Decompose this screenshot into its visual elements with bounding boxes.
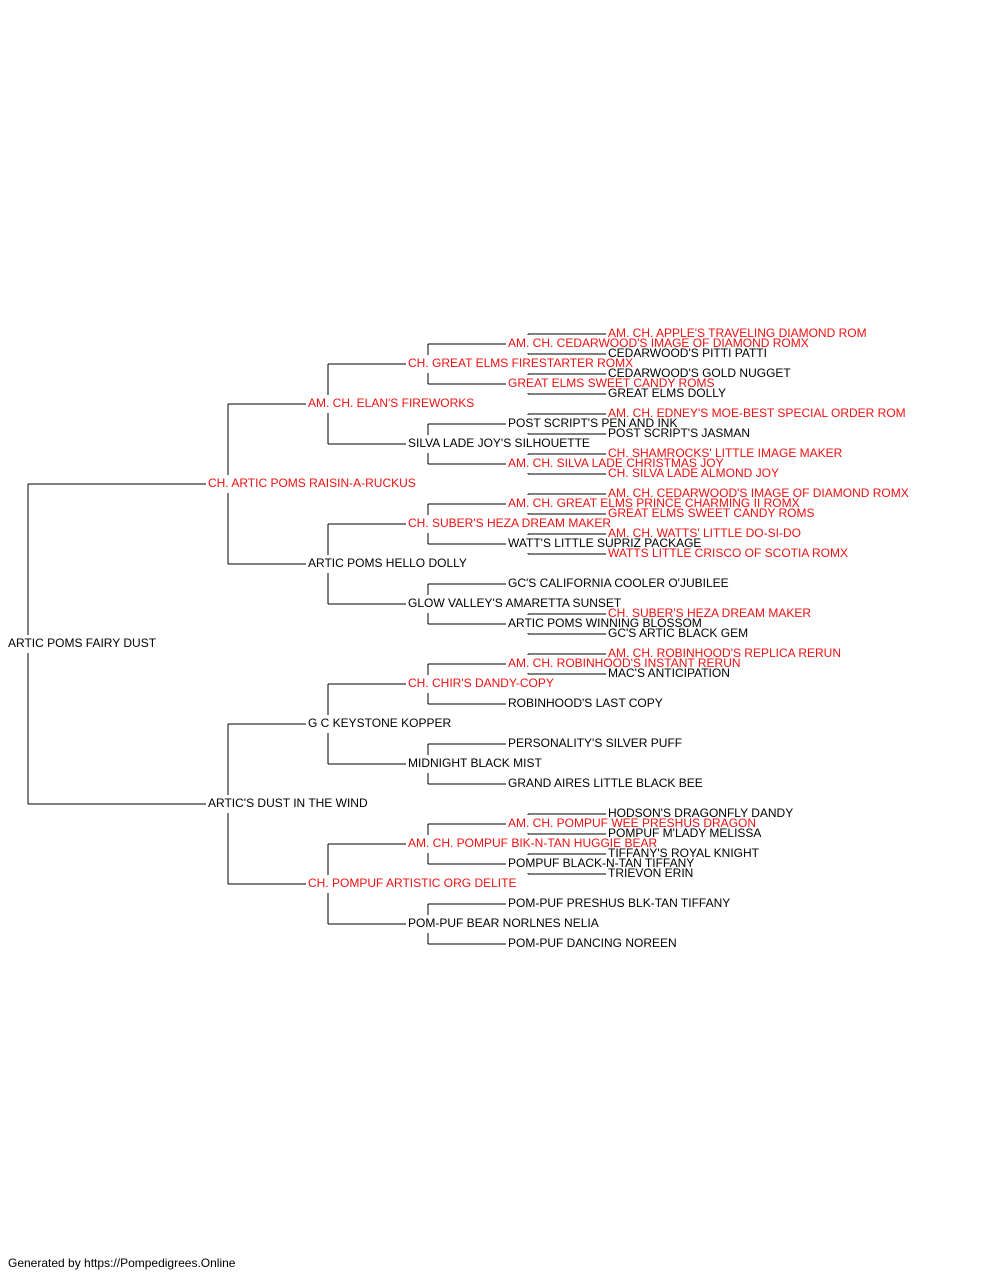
dog-pom-puf-bear-norlnes-nelia: POM-PUF BEAR NORLNES NELIA — [408, 916, 599, 930]
dog-am-ch-elan-s-fireworks: AM. CH. ELAN'S FIREWORKS — [308, 396, 474, 410]
dog-gc-s-california-cooler-o-jubilee: GC'S CALIFORNIA COOLER O'JUBILEE — [508, 576, 729, 590]
dog-pom-puf-dancing-noreen: POM-PUF DANCING NOREEN — [508, 936, 677, 950]
dog-trievon-erin: TRIEVON ERIN — [608, 866, 693, 880]
dog-am-ch-edney-s-moe-best-special-order-rom: AM. CH. EDNEY'S MOE-BEST SPECIAL ORDER R… — [608, 406, 906, 420]
dog-am-ch-cedarwood-s-image-of-diamond-romx: AM. CH. CEDARWOOD'S IMAGE OF DIAMOND ROM… — [508, 336, 809, 350]
dog-cedarwood-s-gold-nugget: CEDARWOOD'S GOLD NUGGET — [608, 366, 791, 380]
dog-grand-aires-little-black-bee: GRAND AIRES LITTLE BLACK BEE — [508, 776, 703, 790]
dog-artic-poms-fairy-dust: ARTIC POMS FAIRY DUST — [8, 636, 157, 650]
dog-gc-s-artic-black-gem: GC'S ARTIC BLACK GEM — [608, 626, 748, 640]
dog-robinhood-s-last-copy: ROBINHOOD'S LAST COPY — [508, 696, 663, 710]
dog-am-ch-robinhood-s-instant-rerun: AM. CH. ROBINHOOD'S INSTANT RERUN — [508, 656, 741, 670]
dog-ch-artic-poms-raisin-a-ruckus: CH. ARTIC POMS RAISIN-A-RUCKUS — [208, 476, 416, 490]
dog-midnight-black-mist: MIDNIGHT BLACK MIST — [408, 756, 542, 770]
dog-cedarwood-s-pitti-patti: CEDARWOOD'S PITTI PATTI — [608, 346, 767, 360]
dog-great-elms-sweet-candy-roms: GREAT ELMS SWEET CANDY ROMS — [508, 376, 714, 390]
dog-mac-s-anticipation: MAC'S ANTICIPATION — [608, 666, 730, 680]
dog-watt-s-little-supriz-package: WATT'S LITTLE SUPRIZ PACKAGE — [508, 536, 701, 550]
dog-ch-chir-s-dandy-copy: CH. CHIR'S DANDY-COPY — [408, 676, 554, 690]
dog-am-ch-watts-little-do-si-do: AM. CH. WATTS' LITTLE DO-SI-DO — [608, 526, 801, 540]
dog-ch-great-elms-firestarter-romx: CH. GREAT ELMS FIRESTARTER ROMX — [408, 356, 633, 370]
dog-great-elms-dolly: GREAT ELMS DOLLY — [608, 386, 726, 400]
dog-pompuf-m-lady-melissa: POMPUF M'LADY MELISSA — [608, 826, 761, 840]
dog-am-ch-pompuf-wee-preshus-dragon: AM. CH. POMPUF WEE PRESHUS DRAGON — [508, 816, 756, 830]
dog-ch-suber-s-heza-dream-maker: CH. SUBER'S HEZA DREAM MAKER — [608, 606, 811, 620]
dog-am-ch-pompuf-bik-n-tan-huggie-bear: AM. CH. POMPUF BIK-N-TAN HUGGIE BEAR — [408, 836, 657, 850]
dog-great-elms-sweet-candy-roms: GREAT ELMS SWEET CANDY ROMS — [608, 506, 814, 520]
dog-pompuf-black-n-tan-tiffany: POMPUF BLACK-N-TAN TIFFANY — [508, 856, 694, 870]
dog-personality-s-silver-puff: PERSONALITY'S SILVER PUFF — [508, 736, 682, 750]
dog-ch-shamrocks-little-image-maker: CH. SHAMROCKS' LITTLE IMAGE MAKER — [608, 446, 843, 460]
dog-glow-valley-s-amaretta-sunset: GLOW VALLEY'S AMARETTA SUNSET — [408, 596, 622, 610]
dog-ch-silva-lade-almond-joy: CH. SILVA LADE ALMOND JOY — [608, 466, 779, 480]
dog-hodson-s-dragonfly-dandy: HODSON'S DRAGONFLY DANDY — [608, 806, 793, 820]
dog-ch-pompuf-artistic-org-delite: CH. POMPUF ARTISTIC ORG DELITE — [308, 876, 516, 890]
dog-am-ch-apple-s-traveling-diamond-rom: AM. CH. APPLE'S TRAVELING DIAMOND ROM — [608, 326, 867, 340]
dog-post-script-s-pen-and-ink: POST SCRIPT'S PEN AND INK — [508, 416, 677, 430]
dog-am-ch-great-elms-prince-charming-ii-romx: AM. CH. GREAT ELMS PRINCE CHARMING II RO… — [508, 496, 800, 510]
dog-artic-s-dust-in-the-wind: ARTIC'S DUST IN THE WIND — [208, 796, 368, 810]
dog-pom-puf-preshus-blk-tan-tiffany: POM-PUF PRESHUS BLK-TAN TIFFANY — [508, 896, 730, 910]
dog-silva-lade-joy-s-silhouette: SILVA LADE JOY'S SILHOUETTE — [408, 436, 590, 450]
dog-ch-suber-s-heza-dream-maker: CH. SUBER'S HEZA DREAM MAKER — [408, 516, 611, 530]
generated-by-footer: Generated by https://Pompedigrees.Online — [8, 1256, 236, 1270]
dog-tiffany-s-royal-knight: TIFFANY'S ROYAL KNIGHT — [608, 846, 760, 860]
dog-am-ch-robinhood-s-replica-rerun: AM. CH. ROBINHOOD'S REPLICA RERUN — [608, 646, 841, 660]
dog-watts-little-crisco-of-scotia-romx: WATTS LITTLE CRISCO OF SCOTIA ROMX — [608, 546, 848, 560]
dog-artic-poms-winning-blossom: ARTIC POMS WINNING BLOSSOM — [508, 616, 702, 630]
dog-post-script-s-jasman: POST SCRIPT'S JASMAN — [608, 426, 750, 440]
dog-artic-poms-hello-dolly: ARTIC POMS HELLO DOLLY — [308, 556, 467, 570]
dog-am-ch-cedarwood-s-image-of-diamond-romx: AM. CH. CEDARWOOD'S IMAGE OF DIAMOND ROM… — [608, 486, 909, 500]
dog-g-c-keystone-kopper: G C KEYSTONE KOPPER — [308, 716, 451, 730]
dog-am-ch-silva-lade-christmas-joy: AM. CH. SILVA LADE CHRISTMAS JOY — [508, 456, 724, 470]
